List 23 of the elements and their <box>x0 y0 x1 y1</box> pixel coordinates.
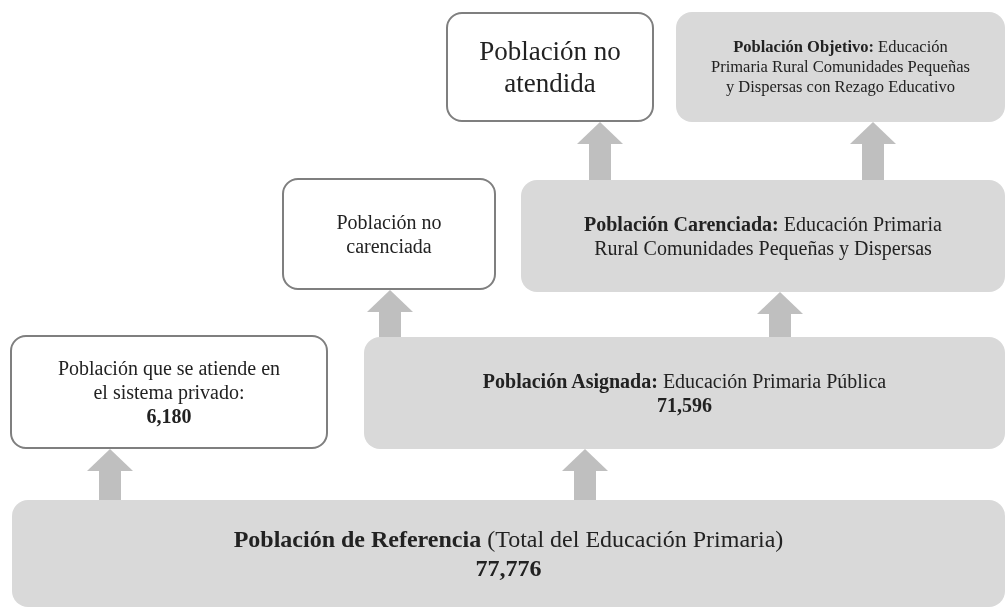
node-label: Población no carenciada <box>335 210 443 258</box>
node-label: Población que se atiende en el sistema privado: <box>56 356 282 404</box>
node-label: Población Asignada: Educación Primaria Pública <box>482 369 887 393</box>
block-arrow <box>850 122 896 180</box>
block-arrow <box>87 449 133 500</box>
population-count: 6,180 <box>146 404 192 428</box>
population-count: 71,596 <box>657 393 712 417</box>
outcome-box <box>446 12 654 122</box>
outcome-box <box>10 335 328 449</box>
block-arrow <box>562 449 608 500</box>
block-arrow <box>367 290 413 337</box>
node-label: Población Carenciada: Educación Primaria Rural Comunidades Pequeñas y Dispersas <box>583 212 943 260</box>
population-count: 77,776 <box>475 553 542 583</box>
block-arrow <box>577 122 623 180</box>
population-box <box>676 12 1005 122</box>
node-label: Población de Referencia (Total del Educación Primaria) <box>233 524 784 554</box>
population-box <box>12 500 1005 607</box>
population-box <box>364 337 1005 449</box>
node-label: Población no atendida <box>478 34 622 100</box>
population-box <box>521 180 1005 292</box>
block-arrow <box>757 292 803 337</box>
outcome-box <box>282 178 496 290</box>
node-label: Población Objetivo: Educación Primaria Rural Comunidades Pequeñas y Dispersas con Rezago Educativo <box>710 37 971 97</box>
